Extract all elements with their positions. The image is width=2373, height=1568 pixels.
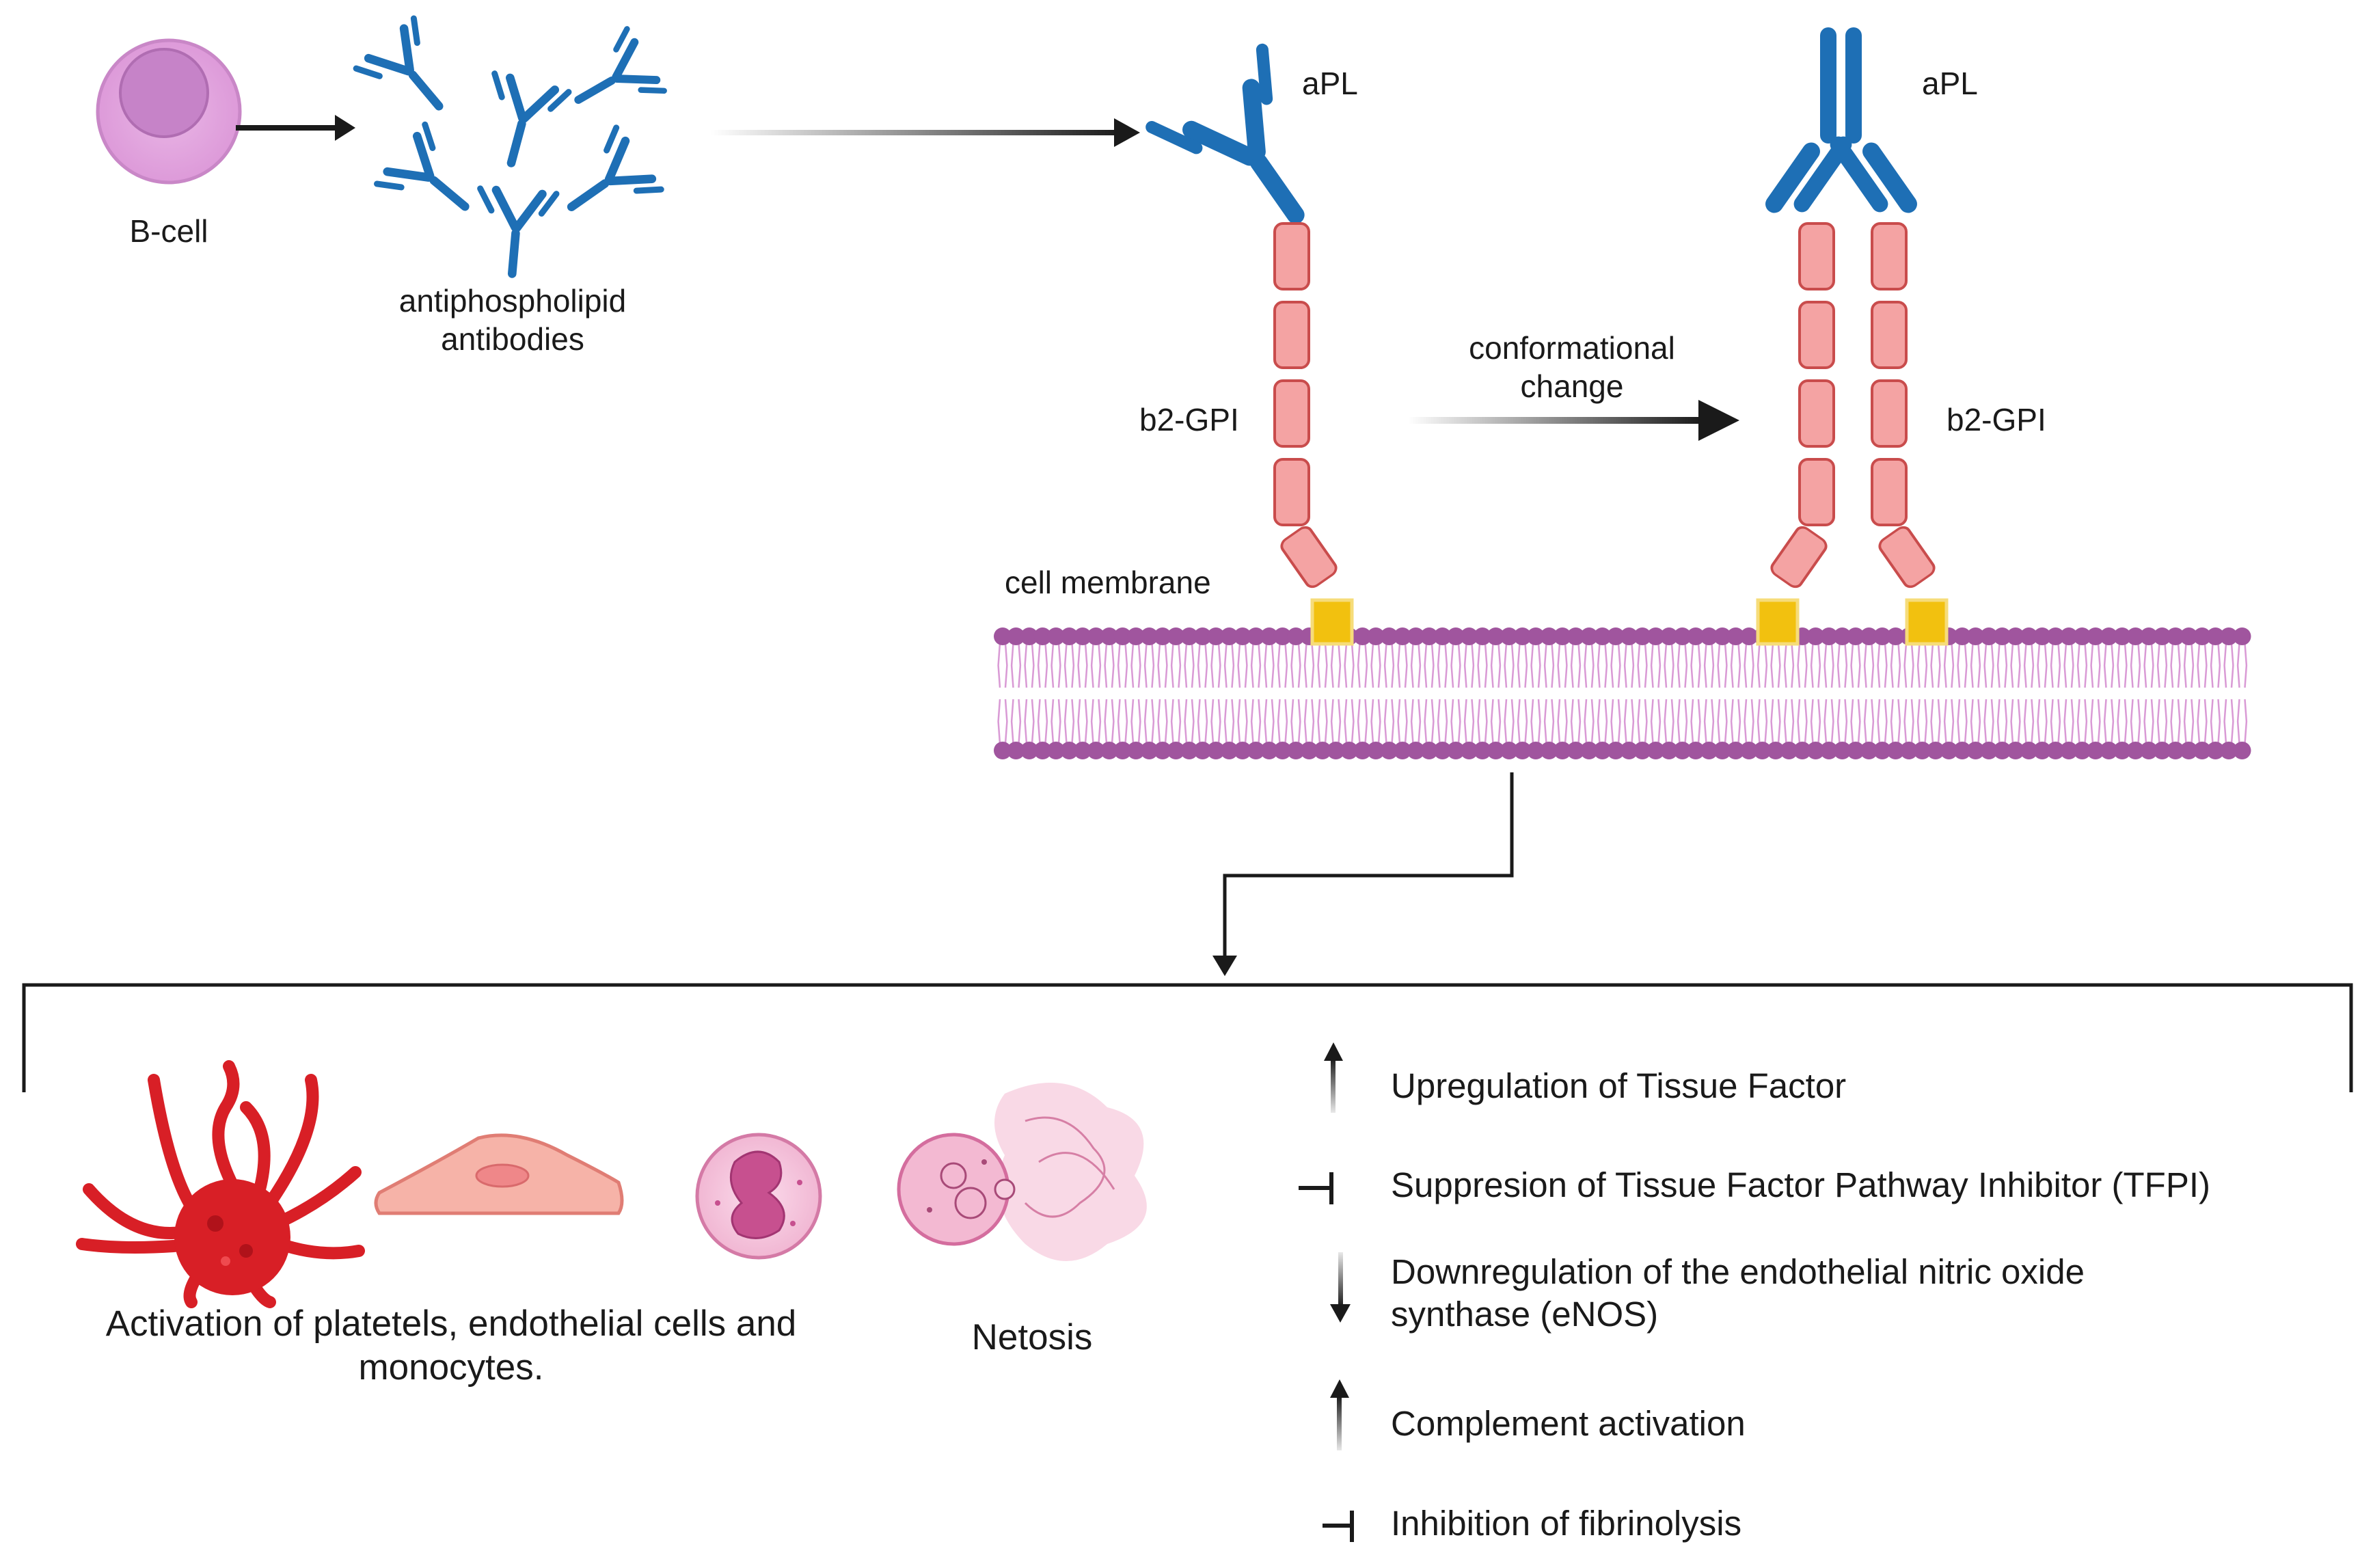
arrow-conformational-change <box>1408 400 1739 441</box>
antibodies-label-line2: antibodies <box>441 321 584 357</box>
b2gpi-right-chains <box>1767 222 1938 591</box>
apl-right-label: aPL <box>1922 66 1978 101</box>
b-cell-label: B-cell <box>129 213 208 249</box>
b2gpi-left-label: b2-GPI <box>1139 402 1239 437</box>
arrow-membrane-to-effects <box>1212 772 1514 976</box>
apl-antibody-left-icon <box>1145 43 1305 224</box>
effect-symbol-inhibit-1 <box>1299 1172 1333 1204</box>
effect-text-upregulation: Upregulation of Tissue Factor <box>1391 1066 1847 1105</box>
effect-symbol-up-arrow-1 <box>1324 1042 1343 1113</box>
conformational-label-line1: conformational <box>1469 330 1675 366</box>
effect-symbol-inhibit-2 <box>1323 1511 1354 1542</box>
endothelial-cell-icon <box>374 1133 624 1215</box>
effects-bracket <box>22 983 2353 1092</box>
effect-text-enos-line2: synthase (eNOS) <box>1391 1295 1659 1334</box>
effect-text-complement: Complement activation <box>1391 1404 1746 1443</box>
arrow-bcell-to-antibodies <box>236 115 355 141</box>
effect-text-enos-line1: Downregulation of the endothelial nitric… <box>1391 1252 2085 1291</box>
activation-label-line1: Activation of platetels, endothelial cel… <box>105 1303 797 1344</box>
apl-antibody-right-icon <box>1765 27 1917 213</box>
b2gpi-right-label: b2-GPI <box>1947 402 2046 437</box>
effect-text-fibrinolysis: Inhibition of fibrinolysis <box>1391 1504 1742 1543</box>
b2gpi-left-chain <box>1273 222 1340 591</box>
arrow-antibodies-to-apl <box>711 118 1140 147</box>
effect-text-tfpi-suppression: Suppresion of Tissue Factor Pathway Inhi… <box>1391 1165 2210 1204</box>
conformational-label-line2: change <box>1520 368 1624 404</box>
membrane-receptors <box>1310 598 1949 646</box>
cell-membrane-label: cell membrane <box>1005 565 1211 600</box>
effect-symbol-up-arrow-2 <box>1330 1379 1349 1450</box>
effect-symbol-down-arrow <box>1330 1252 1351 1323</box>
netosis-icon <box>897 1083 1147 1261</box>
b-cell-icon <box>96 38 242 185</box>
apl-left-label: aPL <box>1302 66 1358 101</box>
netosis-label: Netosis <box>971 1317 1093 1357</box>
activated-platelet-icon <box>76 1060 365 1308</box>
antibodies-label-line1: antiphospholipid <box>398 283 627 319</box>
activation-label-line2: monocytes. <box>358 1347 544 1388</box>
monocyte-icon <box>695 1133 822 1260</box>
antibodies-cluster-icon <box>349 12 670 282</box>
cell-membrane-bilayer <box>994 627 2251 759</box>
